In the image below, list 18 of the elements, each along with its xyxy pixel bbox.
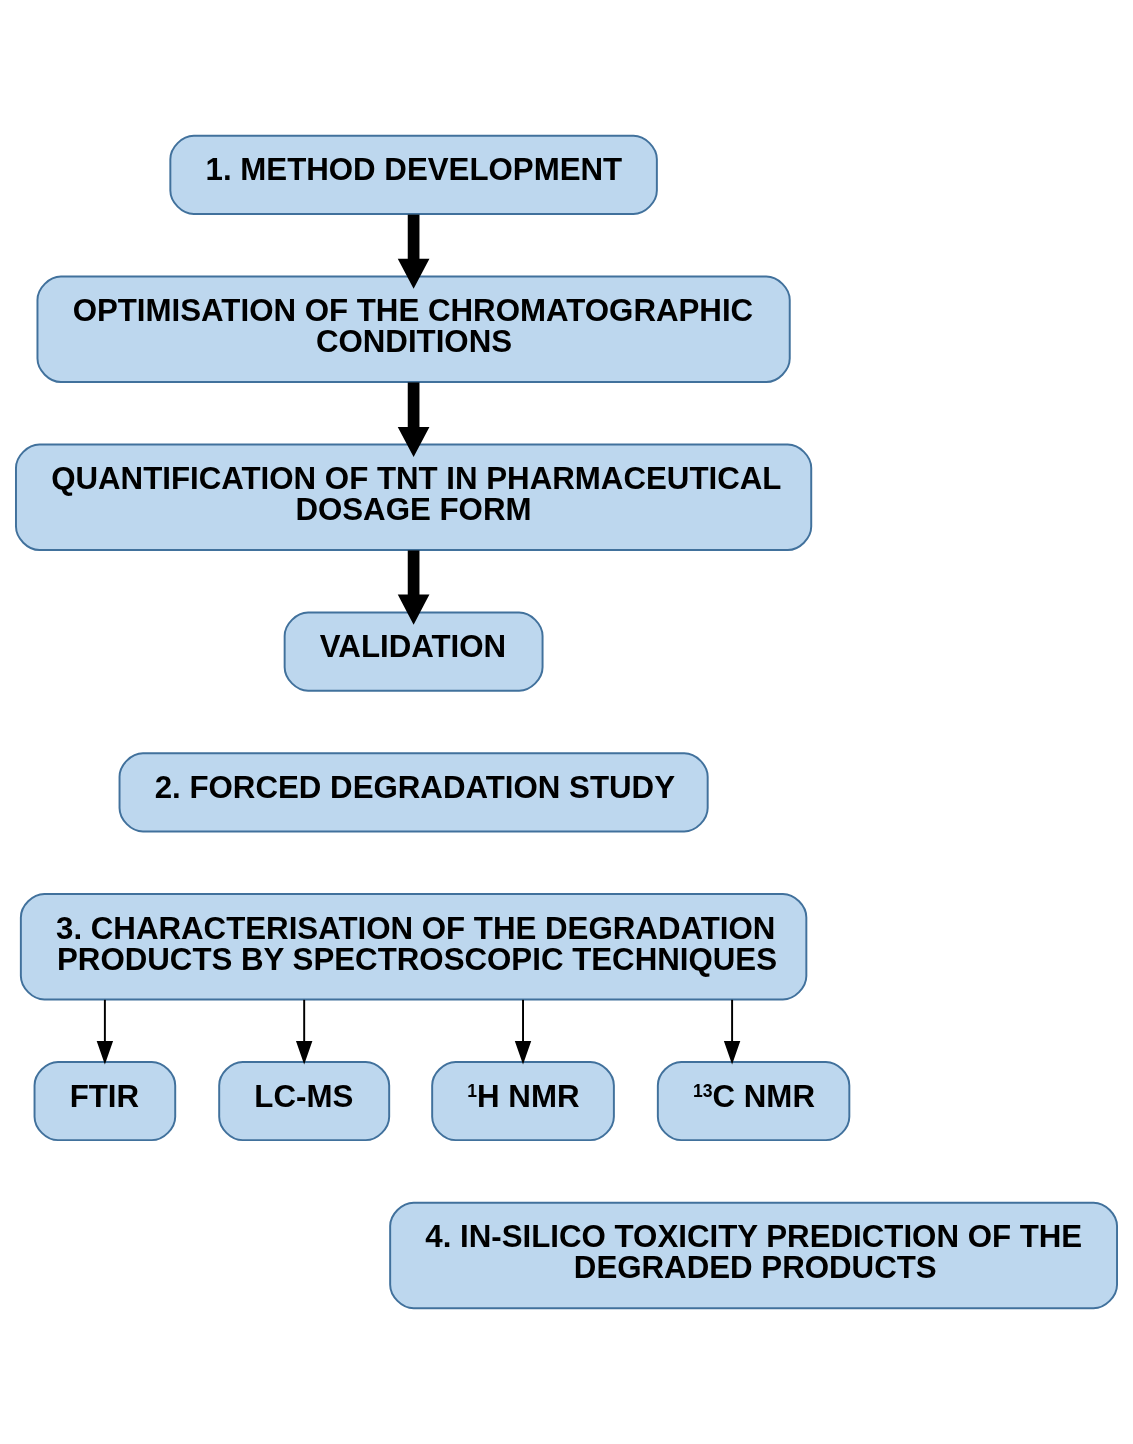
node-box: $^{1}$H NMR <box>431 1061 615 1142</box>
node-box: VALIDATION <box>283 611 544 692</box>
arrow <box>514 998 532 1065</box>
arrow <box>397 214 430 289</box>
node-box: $^{13}$C NMR <box>656 1061 851 1142</box>
node-box: 1. METHOD DEVELOPMENT <box>169 134 658 215</box>
node-box: 4. IN-SILICO TOXICITY PREDICTION OF THE DEGRADED PRODUCTS <box>389 1201 1118 1310</box>
arrow <box>295 998 313 1065</box>
arrow <box>397 550 430 625</box>
node-box: LC-MS <box>218 1061 391 1142</box>
node-box: 2. FORCED DEGRADATION STUDY <box>118 752 709 833</box>
arrow <box>397 382 430 458</box>
node-box: 3. CHARACTERISATION OF THE DEGRADATION PRODUCTS BY SPECTROSCOPIC TECHNIQUES <box>19 892 808 1001</box>
arrow <box>96 998 114 1065</box>
arrow <box>723 998 741 1065</box>
node-box: QUANTIFICATION OF TNT IN PHARMACEUTICAL DOSAGE FORM <box>15 443 813 552</box>
node-box: FTIR <box>33 1061 177 1142</box>
node-box: OPTIMISATION OF THE CHROMATOGRAPHIC CONDITIONS <box>36 275 791 383</box>
